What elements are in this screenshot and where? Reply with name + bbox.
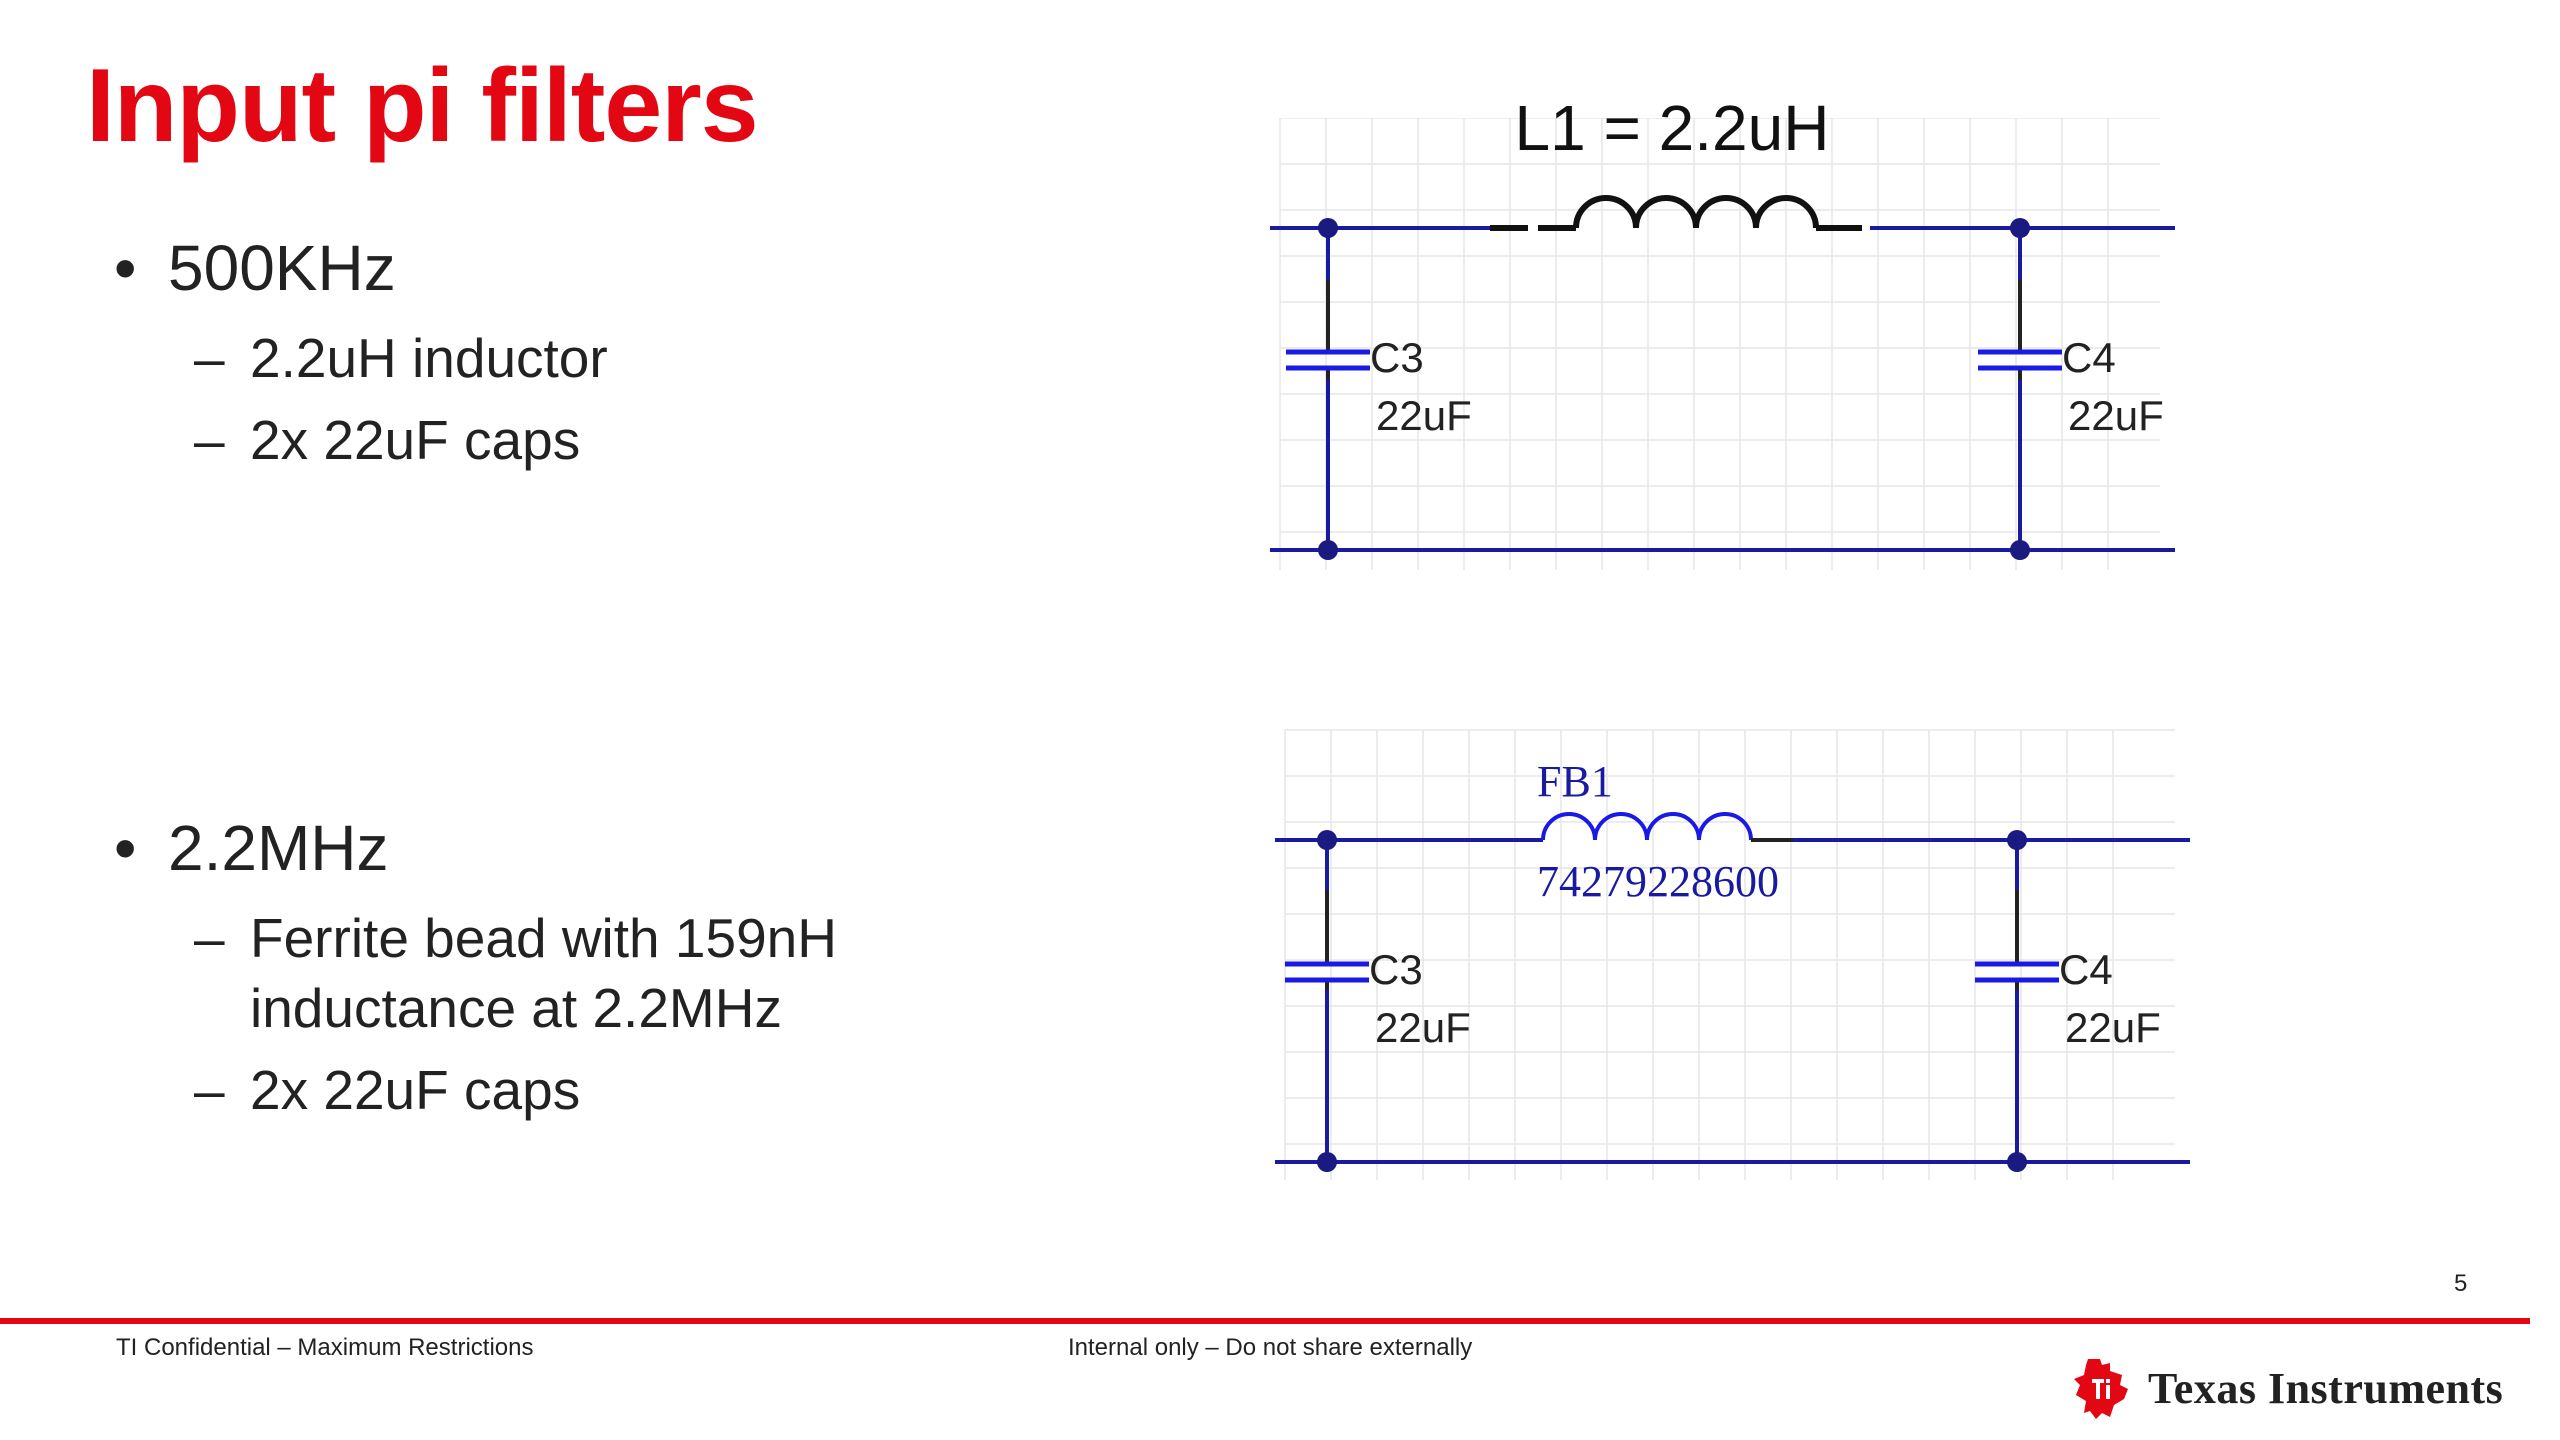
cap-c3-value: 22uF: [1375, 1004, 1471, 1051]
schematic-grid: [1284, 729, 2175, 1180]
slide-title: Input pi filters: [86, 48, 759, 164]
sub-bullet-text: 2x 22uF caps: [250, 409, 581, 471]
bullet-label: 2.2MHz: [168, 812, 389, 884]
footer-confidentiality: TI Confidential – Maximum Restrictions: [116, 1334, 534, 1361]
sub-bullet-text: 2x 22uF caps: [250, 1059, 581, 1121]
ti-state-icon: [2074, 1359, 2128, 1419]
bead-ref: FB1: [1537, 757, 1613, 806]
bullet-label: 500KHz: [168, 232, 396, 304]
cap-c4-ref: C4: [2062, 334, 2116, 381]
page-number: 5: [2454, 1270, 2468, 1297]
junction-dots: [1317, 830, 2027, 1172]
capacitor-c4-symbol: [1975, 961, 2059, 983]
inductor-label: L1 = 2.2uH: [1515, 92, 1830, 164]
dash: –: [194, 327, 225, 389]
bullet-dot: •: [114, 232, 137, 304]
pi-filter-schematic-2-2mhz: FB1 74279228600 C3 22uF C4 22uF: [1275, 729, 2190, 1180]
footer-divider: [0, 1318, 2530, 1324]
capacitor-c4-symbol: [1978, 349, 2062, 371]
cap-c3-value: 22uF: [1376, 392, 1472, 439]
footer-distribution-note: Internal only – Do not share externally: [1068, 1334, 1473, 1361]
dash: –: [194, 907, 225, 969]
cap-c4-ref: C4: [2059, 946, 2113, 993]
capacitor-c3-symbol: [1286, 349, 1370, 371]
dash: –: [194, 409, 225, 471]
cap-c3-ref: C3: [1370, 334, 1424, 381]
junction-dots: [1318, 218, 2030, 560]
pi-filter-schematic-500khz: L1 = 2.2uH C3 22uF C4 22uF: [1260, 90, 2180, 570]
wires: [1275, 838, 2190, 1164]
cap-c4-value: 22uF: [2068, 392, 2164, 439]
sub-bullet-text: Ferrite bead with 159nH: [250, 907, 837, 969]
inductor-l1-symbol: [1490, 195, 1862, 231]
capacitor-c3-symbol: [1285, 961, 1369, 983]
ti-logo: Texas Instruments: [2070, 1348, 2503, 1428]
sub-bullet-text: 2.2uH inductor: [250, 327, 608, 389]
cap-leads: [1326, 280, 2022, 380]
dash: –: [194, 1059, 225, 1121]
cap-c3-ref: C3: [1369, 946, 1423, 993]
bullet-dot: •: [114, 812, 137, 884]
sub-bullet-text: inductance at 2.2MHz: [250, 977, 782, 1039]
cap-c4-value: 22uF: [2065, 1004, 2161, 1051]
ti-logo-text: Texas Instruments: [2148, 1363, 2504, 1413]
wires: [1270, 226, 2175, 552]
bead-part-number: 74279228600: [1537, 857, 1779, 906]
ferrite-bead-fb1-symbol: [1541, 812, 1753, 841]
